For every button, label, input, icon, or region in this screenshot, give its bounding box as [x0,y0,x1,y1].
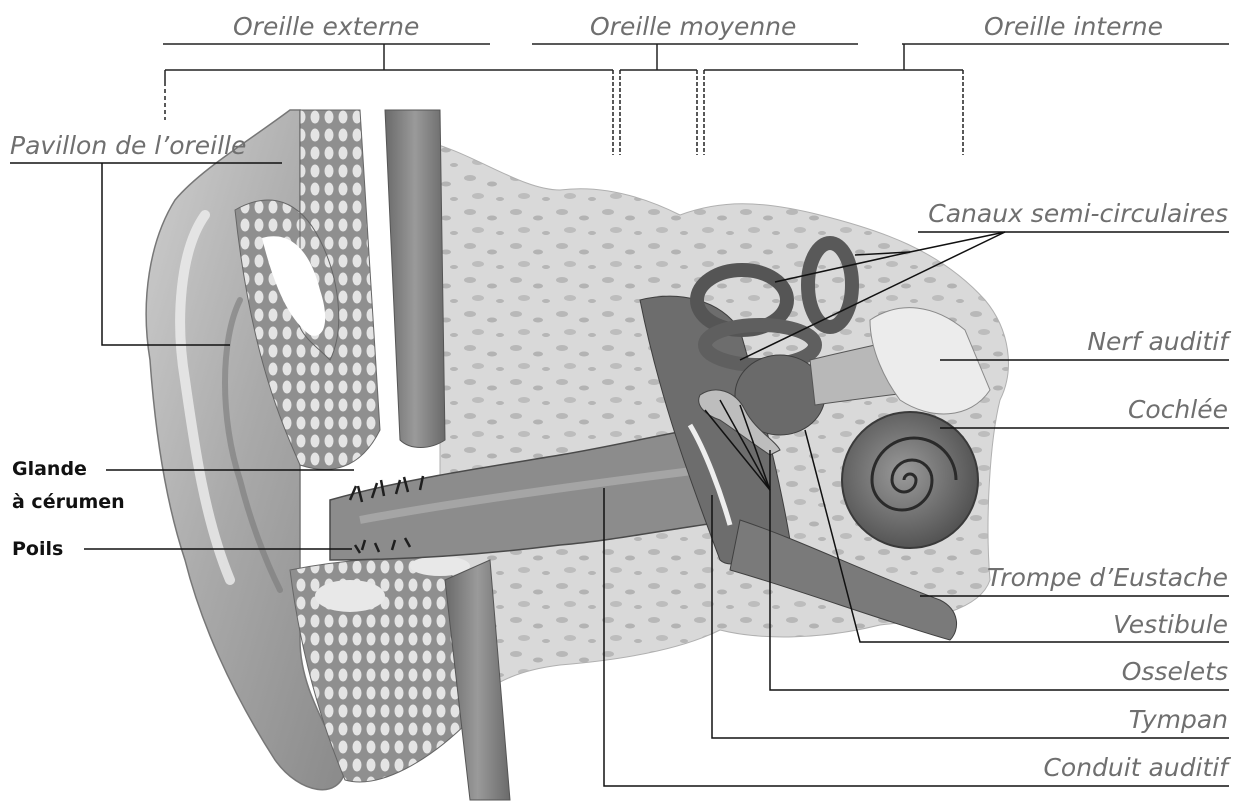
label-cochlea: Cochlée [1128,397,1228,422]
label-eustachian-tube: Trompe d’Eustache [987,565,1228,590]
label-hairs: Poils [12,540,63,559]
section-middle-ear: Oreille moyenne [590,14,796,39]
section-outer-ear: Oreille externe [233,14,419,39]
cartilage-lower-hole-a [315,580,385,612]
label-gland-line2: à cérumen [12,493,125,512]
label-ossicles: Osselets [1122,659,1228,684]
section-inner-ear: Oreille interne [984,14,1163,39]
label-semicircular-canals: Canaux semi-circulaires [928,201,1228,226]
label-vestibule: Vestibule [1113,612,1228,637]
muscle-upper [385,110,445,448]
label-gland-line1: Glande [12,460,87,479]
label-pinna: Pavillon de l’oreille [10,133,246,158]
cochlea-shape [842,412,978,548]
label-auditory-nerve: Nerf auditif [1087,329,1228,354]
label-ear-canal: Conduit auditif [1043,755,1228,780]
label-eardrum: Tympan [1129,707,1228,732]
